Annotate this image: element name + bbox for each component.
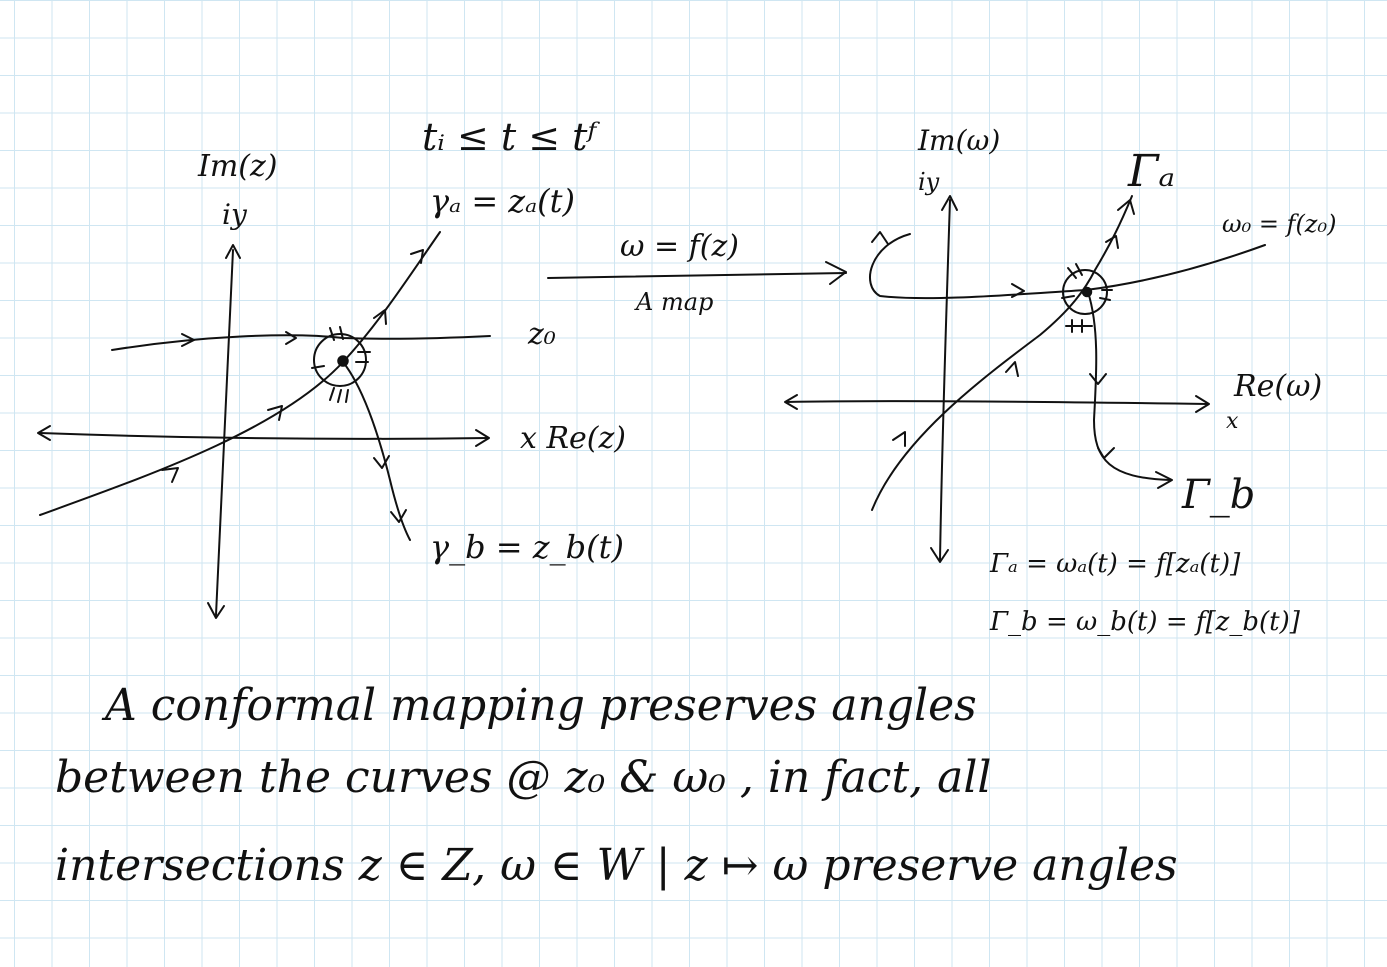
parameter-range-label: tᵢ ≤ t ≤ tᶠ [422,115,600,159]
z-plane: tᵢ ≤ t ≤ tᶠ Im(z) iy x Re(z) z₀ γₐ = zₐ(… [37,115,626,619]
w0-label: ω₀ = f(z₀) [1222,210,1336,238]
w0-point [1081,286,1093,298]
note-line-3: intersections z ∈ Z, ω ∈ W | z ↦ ω prese… [55,840,1178,891]
z-curve-gamma-b [342,361,411,541]
z-imaginary-axis [215,249,234,616]
z-imaginary-axis-label: Im(z) [197,149,278,184]
map-arrow [547,272,847,279]
note-line-1: A conformal mapping preserves angles [101,680,977,731]
w-curve-gamma-b-arrow-1 [1089,373,1107,385]
z-curve-gamma-a-arrow-4 [410,249,424,264]
w0-angle-circle [1062,269,1108,315]
gamma-a-image-label: Γₐ [1127,146,1175,197]
w-curve-gamma-b [1087,291,1171,481]
w-curve-gamma-a-arrow-2 [1005,361,1019,377]
z-real-axis-label: x Re(z) [520,421,626,456]
w-curve-gamma-a-arrow-3 [1105,235,1119,249]
map-arrow-group: ω = f(z) A map [547,229,847,316]
w-curve-gamma-b-arrow-3 [1155,471,1173,489]
w-iy-label: iy [918,168,940,196]
z0-point [337,355,349,367]
w-imaginary-axis-label: Im(ω) [917,124,1000,157]
z-iy-label: iy [222,198,248,231]
w-real-axis-x-mark: x [1226,409,1239,434]
z-horizontal-curve-arrow [181,333,195,347]
map-arrow-head [825,261,847,285]
z-curve-gamma-a [39,231,441,516]
z-imaginary-axis-arrowhead-bottom [207,602,225,619]
w-horizontal-curve [869,233,1266,300]
z-curve-gamma-b-arrow-2 [390,509,407,523]
gamma-a-equation-label: γₐ = zₐ(t) [430,182,575,220]
notes: A conformal mapping preserves angles bet… [55,680,1178,891]
gamma-b-image-label: Γ_b [1181,472,1255,518]
z-imaginary-axis-arrowhead-top [225,244,241,259]
z-curve-gamma-b-arrow-1 [373,455,390,469]
w-curve-gamma-a-arrow-4 [1117,199,1135,215]
note-line-2: between the curves @ z₀ & ω₀ , in fact, … [55,752,991,803]
w-curve-gamma-a-arrow-1 [892,431,906,447]
w-curve-gamma-b-arrow-2 [1097,447,1115,459]
w-real-axis [785,400,1209,405]
w-plane: Im(ω) iy Re(ω) x Γₐ Γ_b ω₀ = f(z₀) Γₐ = … [784,124,1336,637]
z0-angle-circle [313,333,367,387]
w-real-axis-arrowhead-right [1195,395,1210,413]
z0-angle-ticks [311,326,371,403]
z-curve-gamma-a-arrow-2 [267,405,283,421]
w-imaginary-axis [939,199,951,561]
w-real-axis-label: Re(ω) [1233,369,1322,404]
w-horizontal-curve-arrow-start [871,231,889,245]
gamma-b-image-equation: Γ_b = ω_b(t) = f[z_b(t)] [989,607,1301,637]
w-curve-gamma-a [871,195,1133,511]
w-real-axis-arrowhead-left [784,394,798,410]
z0-label: z₀ [527,317,556,352]
map-formula-label: ω = f(z) [620,229,739,264]
z-horizontal-curve-arrow-2 [285,331,297,345]
gamma-a-image-equation: Γₐ = ωₐ(t) = f[zₐ(t)] [989,549,1241,579]
w0-angle-ticks [1061,263,1113,333]
z-real-axis-arrowhead-left [37,425,51,441]
w-horizontal-curve-arrow [1011,283,1025,298]
w-imaginary-axis-arrowhead-top [941,195,958,211]
z-curve-gamma-a-arrow-1 [161,467,179,483]
map-caption-label: A map [634,288,713,316]
z-real-axis [39,432,489,440]
z-horizontal-curve [111,334,491,351]
z-curve-gamma-a-arrow-3 [373,309,387,325]
gamma-b-equation-label: γ_b = z_b(t) [430,528,624,566]
z-real-axis-arrowhead-right [475,429,490,447]
w-imaginary-axis-arrowhead-bottom [930,547,949,563]
